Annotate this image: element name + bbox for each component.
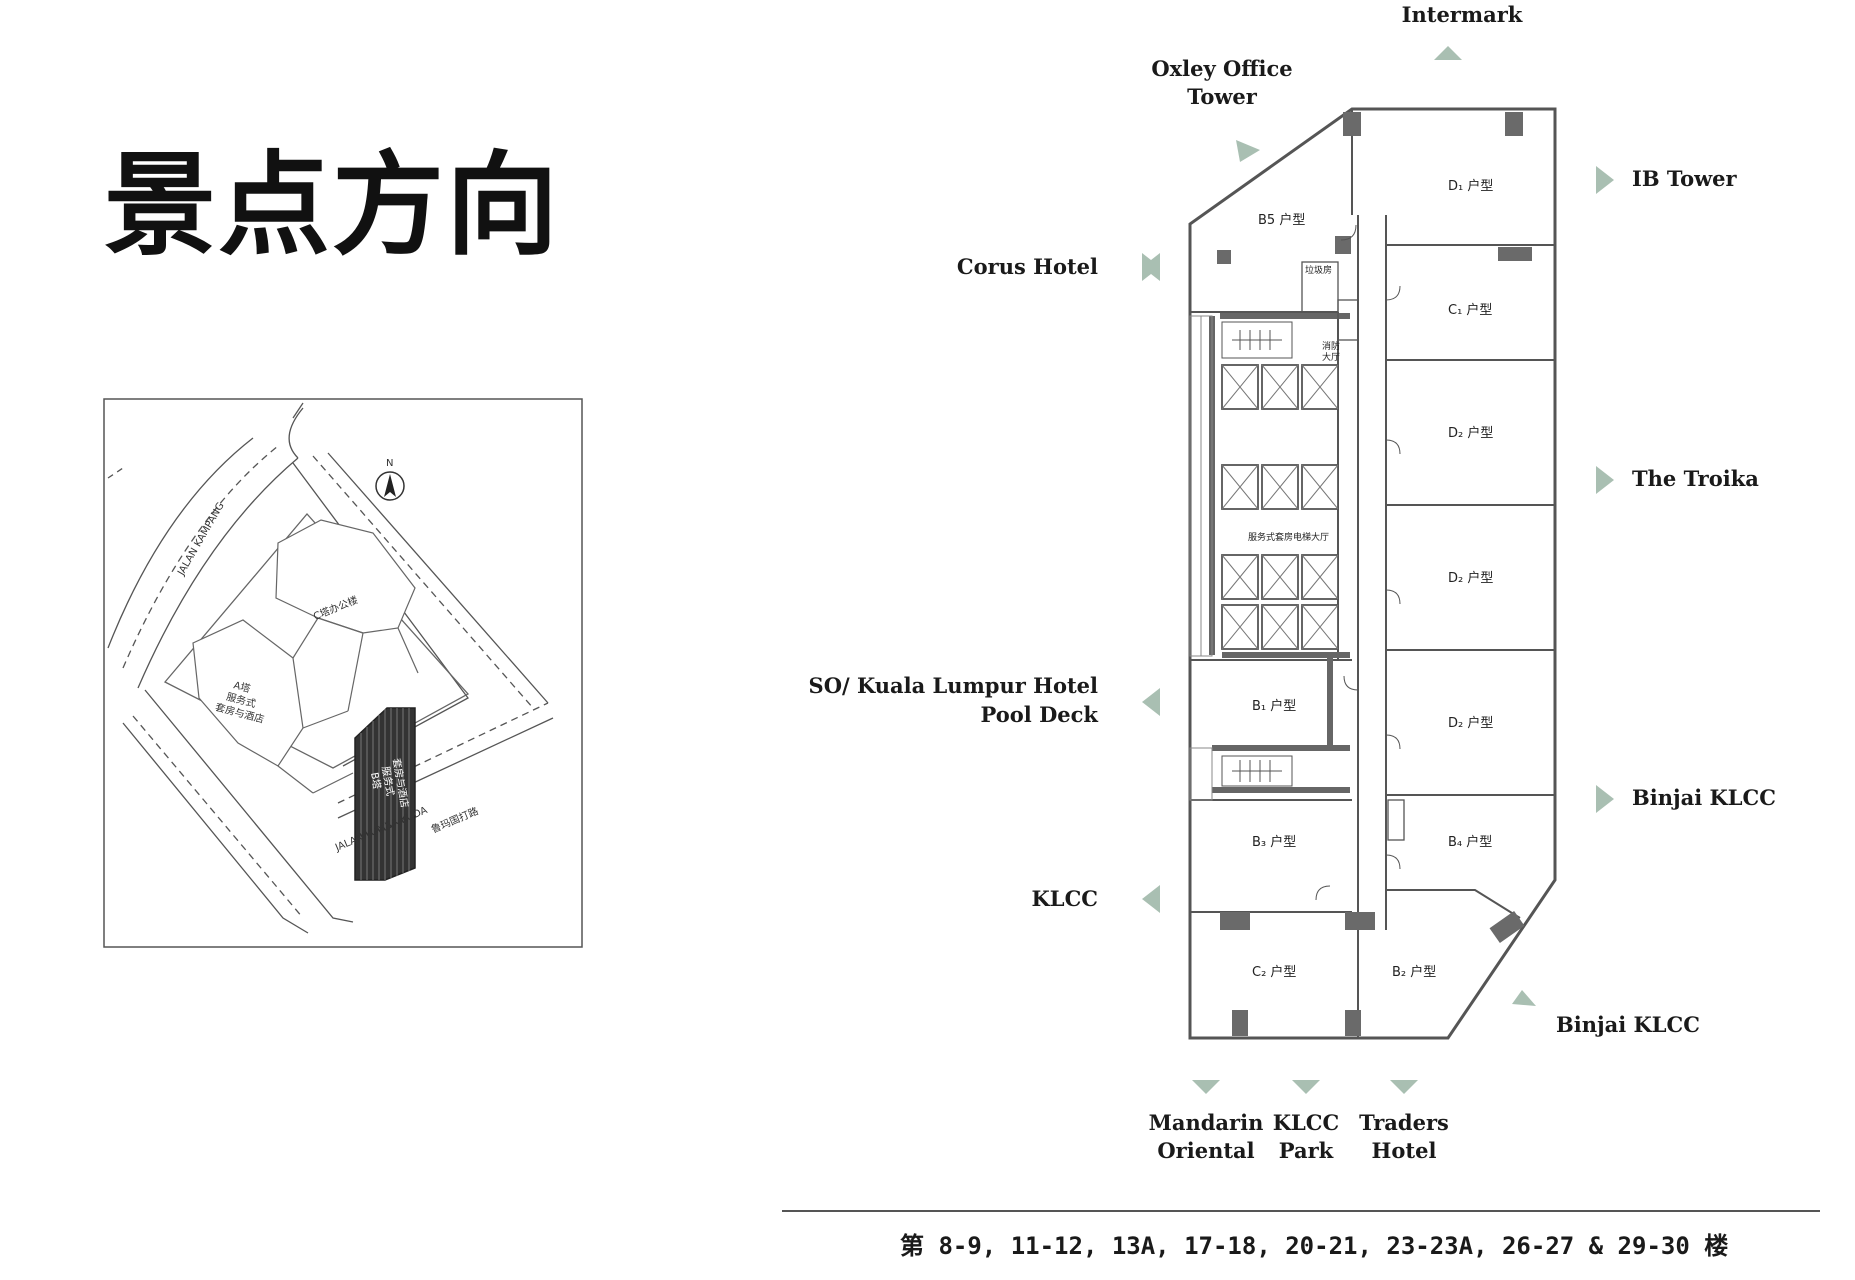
north-arrow-icon: N	[375, 458, 405, 501]
landmark-oxley-line-2: Tower	[1187, 84, 1258, 109]
structural-columns	[1217, 112, 1532, 1036]
landmark-so-line-1: SO/ Kuala Lumpur Hotel	[809, 673, 1098, 698]
room-label-fire-1: 消防	[1322, 340, 1340, 352]
landmark-mandarin-line-1: Mandarin	[1149, 1110, 1264, 1135]
direction-arrows	[1142, 46, 1614, 1094]
elevator-shafts	[1221, 364, 1339, 650]
arrow-left-klcc-icon	[1142, 885, 1160, 913]
elevator-bank-3	[1221, 554, 1339, 650]
applicable-floors-note: 第 8-9, 11-12, 13A, 17-18, 20-21, 23-23A,…	[900, 1232, 1729, 1260]
svg-text:B塔: B塔	[368, 771, 384, 790]
room-label-fire-2: 大厅	[1322, 351, 1340, 363]
arrow-right-ib-icon	[1596, 166, 1614, 194]
footer-divider	[782, 1210, 1820, 1212]
unit-label-d2-b: D₂ 户型	[1448, 570, 1493, 586]
landmark-labels: Intermark Oxley Office Tower IB Tower Co…	[809, 2, 1776, 1163]
arrow-right-troika-icon	[1596, 466, 1614, 494]
service-rooms	[1301, 261, 1405, 841]
unit-label-d2-c: D₂ 户型	[1448, 715, 1493, 731]
landmark-intermark: Intermark	[1402, 2, 1523, 27]
unit-doors	[1315, 224, 1401, 901]
stairs	[1221, 321, 1293, 787]
landmark-binjai-2: Binjai KLCC	[1556, 1012, 1700, 1037]
arrow-up-intermark-icon	[1434, 46, 1462, 60]
page-title: 景点方向	[104, 141, 560, 271]
room-label-lift-lobby: 服务式套房电梯大厅	[1248, 531, 1329, 543]
landmark-klcc-park-line-2: Park	[1279, 1138, 1334, 1163]
arrow-down-klcc-park-icon	[1292, 1080, 1320, 1094]
landmark-mandarin-line-2: Oriental	[1157, 1138, 1254, 1163]
unit-label-b1: B₁ 户型	[1252, 698, 1296, 714]
unit-label-b3: B₃ 户型	[1252, 834, 1296, 850]
unit-label-b2: B₂ 户型	[1392, 964, 1436, 980]
landmark-corus: Corus Hotel	[957, 254, 1098, 279]
landmark-so-line-2: Pool Deck	[981, 702, 1099, 727]
unit-label-b5: B5 户型	[1258, 212, 1305, 228]
site-location-map: N JALAN KAMPANG JALAN LUMBA KUDA 鲁玛国打路 C…	[103, 398, 583, 948]
arrow-left-corus-fill	[1142, 253, 1160, 281]
arrow-down-traders-icon	[1390, 1080, 1418, 1094]
landmark-klcc: KLCC	[1032, 886, 1098, 911]
unit-label-b4: B₄ 户型	[1448, 834, 1492, 850]
interior-walls	[1190, 109, 1555, 1038]
landmark-klcc-park-line-1: KLCC	[1273, 1110, 1339, 1135]
arrow-right-binjai-icon	[1596, 785, 1614, 813]
arrow-oxley-icon	[1236, 140, 1260, 162]
landmark-binjai-1: Binjai KLCC	[1632, 785, 1776, 810]
unit-label-c2: C₂ 户型	[1252, 964, 1296, 980]
landmark-traders-line-1: Traders	[1359, 1110, 1449, 1135]
floor-plan: 垃圾房 消防 大厅 服务式套房电梯大厅 D₁ 户型 B5 户型 C₁ 户型 D₂…	[809, 2, 1776, 1163]
landmark-ib-tower: IB Tower	[1632, 166, 1738, 191]
unit-label-d1: D₁ 户型	[1448, 178, 1493, 194]
facade-fins	[1189, 315, 1213, 801]
room-label-garbage: 垃圾房	[1305, 264, 1332, 276]
svg-text:A塔: A塔	[232, 678, 252, 695]
arrow-left-so-icon	[1142, 688, 1160, 716]
unit-label-d2-a: D₂ 户型	[1448, 425, 1493, 441]
building-walls	[1188, 107, 1557, 1040]
landmark-oxley-line-1: Oxley Office	[1151, 56, 1292, 81]
arrow-down-mandarin-icon	[1192, 1080, 1220, 1094]
podium-lines	[277, 617, 419, 794]
north-label: N	[386, 458, 393, 469]
elevator-crosses	[1221, 364, 1339, 650]
site-map-frame	[103, 398, 583, 948]
tower-b-highlight	[354, 707, 416, 881]
landmark-troika: The Troika	[1632, 466, 1759, 491]
arrow-binjai-2-icon	[1512, 990, 1536, 1006]
landmark-traders-line-2: Hotel	[1372, 1138, 1437, 1163]
unit-label-c1: C₁ 户型	[1448, 302, 1492, 318]
tower-a-outline	[192, 619, 304, 767]
